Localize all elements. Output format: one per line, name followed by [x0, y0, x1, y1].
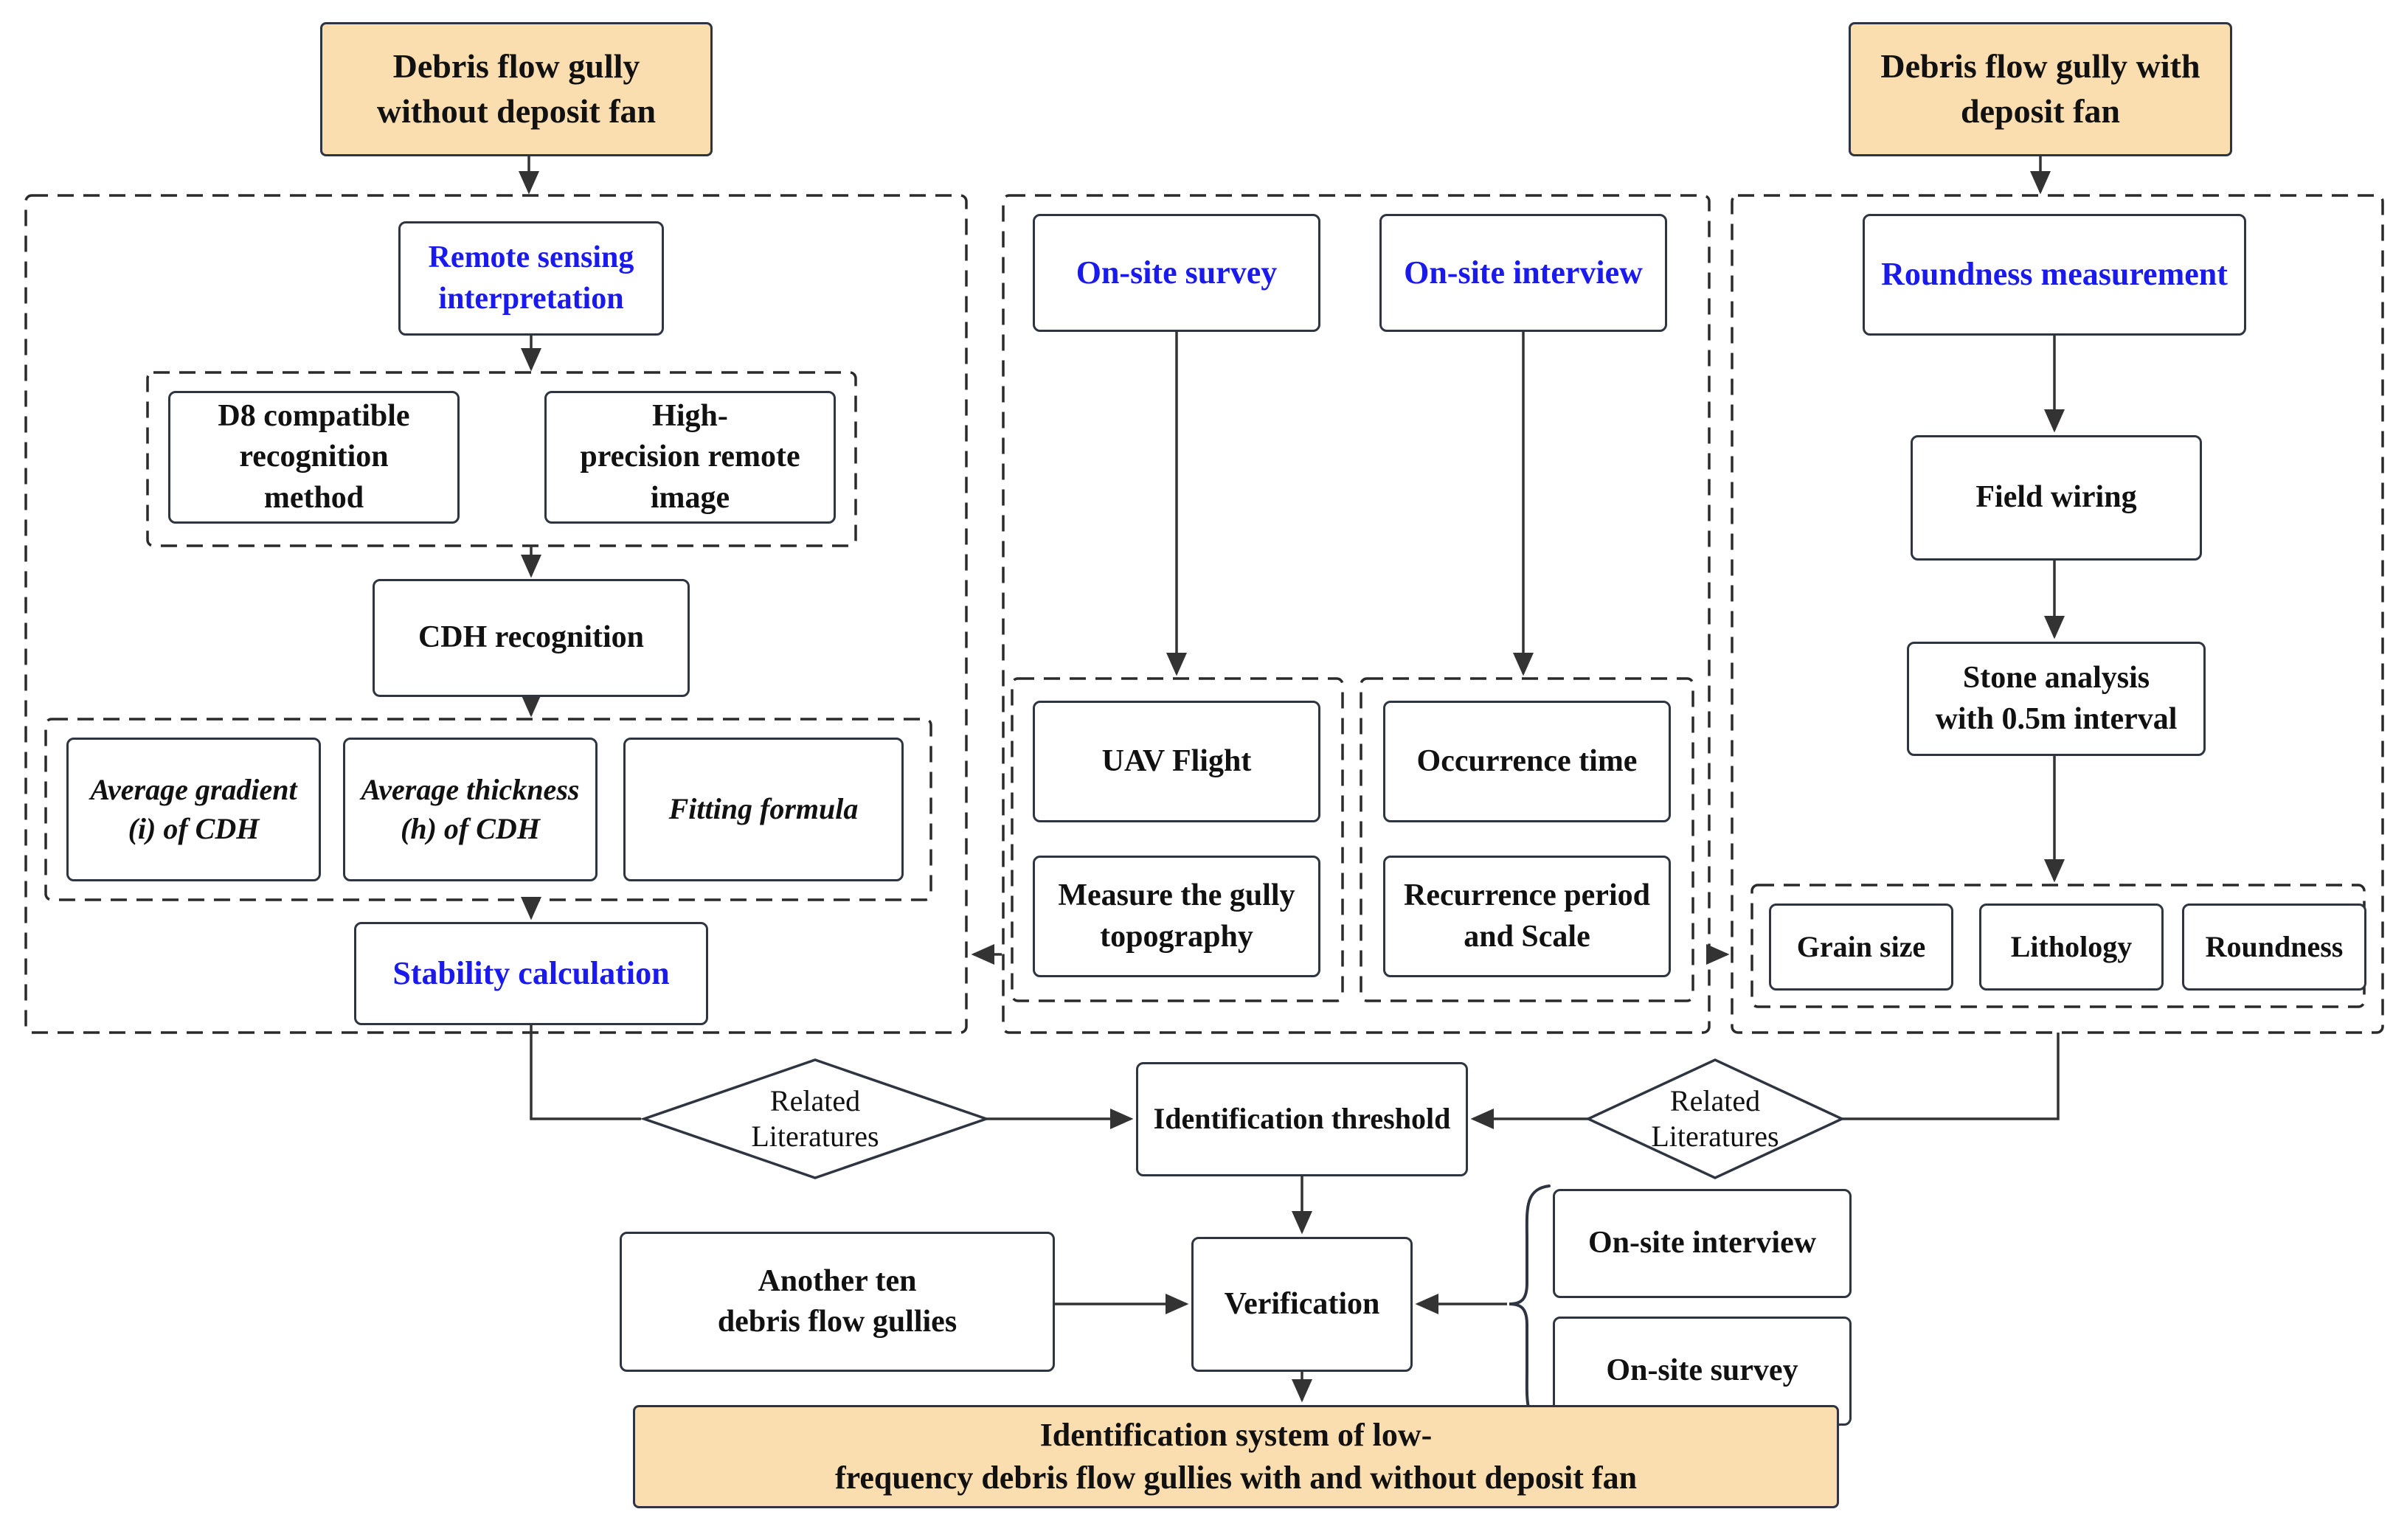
- node-grain-size: Grain size: [1769, 903, 1953, 991]
- stone-analysis-label: Stone analysis with 0.5m interval: [1935, 661, 2178, 736]
- container-stone-attributes: [1750, 884, 2366, 1008]
- edge-stability-to-diamond-left: [530, 1025, 641, 1120]
- verify-onsite-survey-label: On-site survey: [1606, 1353, 1798, 1388]
- uav-flight-label: UAV Flight: [1101, 743, 1252, 778]
- node-identification-threshold: Identification threshold: [1136, 1062, 1468, 1176]
- node-source-with-fan: Debris flow gully with deposit fan: [1849, 22, 2232, 156]
- grain-size-label: Grain size: [1796, 929, 1926, 963]
- node-recurrence-period: Recurrence period and Scale: [1383, 856, 1671, 977]
- lithology-label: Lithology: [2010, 929, 2133, 963]
- container-recognition-inputs: [146, 371, 857, 547]
- node-verify-onsite-interview: On-site interview: [1553, 1189, 1852, 1298]
- remote-sensing-label: Remote sensing interpretation: [428, 240, 634, 316]
- edge-roundness-branch-to-diamond-right: [1842, 1033, 2060, 1120]
- verify-onsite-interview-label: On-site interview: [1587, 1226, 1817, 1260]
- container-interview-outputs: [1360, 677, 1694, 1002]
- d8-method-label: D8 compatible recognition method: [218, 398, 410, 515]
- fitting-formula-label: Fitting formula: [668, 792, 859, 826]
- recurrence-period-label: Recurrence period and Scale: [1404, 878, 1650, 954]
- node-uav-flight: UAV Flight: [1033, 701, 1320, 822]
- node-stone-analysis: Stone analysis with 0.5m interval: [1907, 642, 2206, 756]
- related-literatures-left-label: Related Literatures: [751, 1084, 879, 1153]
- source-with-fan-label: Debris flow gully with deposit fan: [1880, 47, 2200, 130]
- roundness-measurement-label: Roundness measurement: [1881, 256, 2228, 293]
- node-identification-system: Identification system of low- frequency …: [633, 1405, 1839, 1508]
- verification-label: Verification: [1224, 1286, 1380, 1321]
- node-verification: Verification: [1191, 1237, 1413, 1372]
- measure-topography-label: Measure the gully topography: [1058, 878, 1295, 954]
- node-fitting-formula: Fitting formula: [623, 738, 904, 881]
- node-average-thickness: Average thickness (h) of CDH: [343, 738, 598, 881]
- node-source-without-fan: Debris flow gully without deposit fan: [320, 22, 713, 156]
- average-thickness-label: Average thickness (h) of CDH: [361, 772, 580, 845]
- container-remote-sensing-branch: [24, 194, 968, 1034]
- roundness-label: Roundness: [2205, 929, 2344, 963]
- diamond-related-literatures-left: [640, 1058, 991, 1179]
- occurrence-time-label: Occurrence time: [1416, 743, 1638, 778]
- node-field-wiring: Field wiring: [1911, 435, 2202, 561]
- node-roundness: Roundness: [2182, 903, 2366, 991]
- node-high-precision-image: High- precision remote image: [544, 391, 836, 524]
- high-precision-image-label: High- precision remote image: [580, 398, 800, 515]
- field-wiring-label: Field wiring: [1975, 480, 2137, 515]
- container-field-branch: [1002, 194, 1711, 1034]
- node-another-ten-gullies: Another ten debris flow gullies: [620, 1232, 1055, 1372]
- container-survey-outputs: [1011, 677, 1344, 1002]
- node-d8-method: D8 compatible recognition method: [168, 391, 460, 524]
- another-ten-gullies-label: Another ten debris flow gullies: [717, 1263, 957, 1339]
- identification-system-label: Identification system of low- frequency …: [834, 1416, 1638, 1496]
- average-gradient-label: Average gradient (i) of CDH: [90, 772, 297, 845]
- identification-threshold-label: Identification threshold: [1153, 1102, 1451, 1136]
- cdh-recognition-label: CDH recognition: [418, 620, 645, 655]
- container-roundness-branch: [1731, 194, 2384, 1034]
- node-average-gradient: Average gradient (i) of CDH: [66, 738, 321, 881]
- node-cdh-recognition: CDH recognition: [373, 579, 690, 697]
- onsite-survey-label: On-site survey: [1076, 254, 1278, 291]
- node-remote-sensing: Remote sensing interpretation: [398, 221, 664, 336]
- related-literatures-right-label: Related Literatures: [1651, 1084, 1779, 1153]
- node-occurrence-time: Occurrence time: [1383, 701, 1671, 822]
- onsite-interview-label: On-site interview: [1404, 254, 1643, 291]
- node-onsite-survey: On-site survey: [1033, 214, 1320, 332]
- node-onsite-interview: On-site interview: [1379, 214, 1667, 332]
- diamond-related-literatures-right: [1585, 1058, 1846, 1179]
- container-cdh-parameters: [44, 718, 932, 901]
- stability-calculation-label: Stability calculation: [392, 954, 670, 991]
- node-measure-topography: Measure the gully topography: [1033, 856, 1320, 977]
- node-stability-calculation: Stability calculation: [354, 922, 708, 1025]
- source-without-fan-label: Debris flow gully without deposit fan: [376, 47, 657, 130]
- node-lithology: Lithology: [1979, 903, 2164, 991]
- verification-inputs-brace: [1509, 1185, 1551, 1428]
- node-roundness-measurement: Roundness measurement: [1863, 214, 2246, 336]
